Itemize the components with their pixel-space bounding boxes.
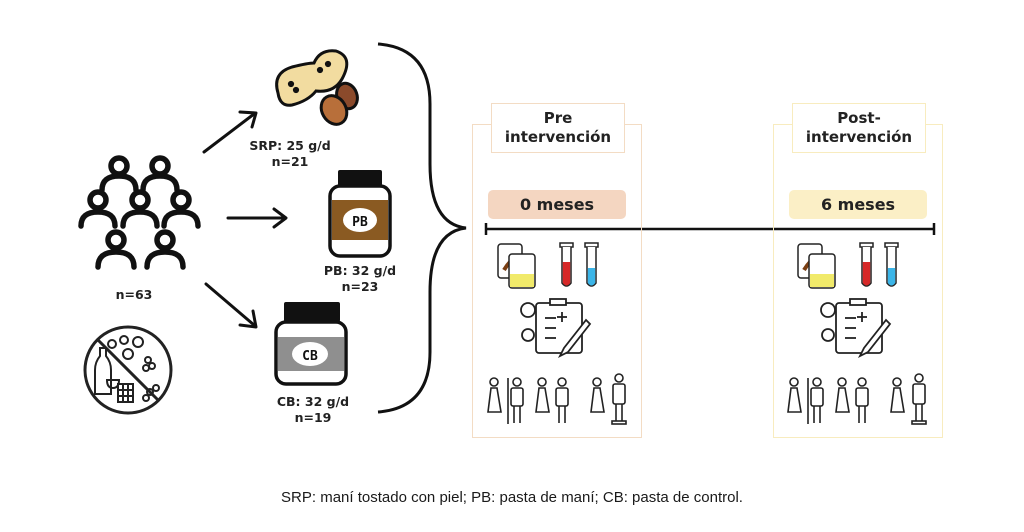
- sample-containers-icon: [497, 243, 536, 289]
- post-title-line1: Post-: [837, 109, 881, 127]
- srp-dose-label: SRP: 25 g/d: [249, 138, 331, 153]
- pb-dose-label: PB: 32 g/d: [323, 263, 397, 278]
- anthropometry-icon: [487, 373, 627, 425]
- urine-tube-icon: [584, 242, 599, 287]
- pb-jar-label: PB: [352, 215, 368, 230]
- pre-intervention-panel: [472, 124, 642, 438]
- figure-caption: SRP: maní tostado con piel; PB: pasta de…: [281, 489, 743, 506]
- assessment-icons-pre: [487, 242, 627, 425]
- post-months-badge: 6 meses: [789, 190, 927, 219]
- control-butter-jar-icon: [274, 302, 348, 386]
- cb-jar-label: CB: [302, 349, 318, 364]
- arrow-to-cb: [204, 282, 256, 327]
- post-intervention-title: Post-intervención: [792, 103, 926, 153]
- post-intervention-panel: [773, 124, 943, 438]
- blood-tube-icon: [559, 242, 574, 287]
- cb-dose-label: CB: 32 g/d: [276, 394, 350, 409]
- srp-n-label: n=21: [271, 154, 309, 169]
- total-participants-label: n=63: [115, 287, 153, 302]
- curly-brace: [377, 42, 467, 414]
- pre-title-line2: intervención: [504, 128, 612, 146]
- pb-n-label: n=23: [341, 279, 379, 294]
- no-nuts-wine-chocolate-icon: [83, 325, 173, 415]
- participants-group-icon: [78, 155, 201, 270]
- cb-n-label: n=19: [294, 410, 332, 425]
- clinical-questionnaire-icon: [520, 298, 592, 359]
- arrows: [202, 110, 288, 329]
- peanut-butter-jar-icon: [328, 170, 392, 258]
- peanuts-icon: [275, 49, 359, 126]
- pre-months-badge: 0 meses: [488, 190, 626, 219]
- post-title-line2: intervención: [805, 128, 913, 146]
- pre-title-line1: Pre: [543, 109, 573, 127]
- timeline: [484, 223, 936, 235]
- arrow-to-srp: [202, 112, 256, 154]
